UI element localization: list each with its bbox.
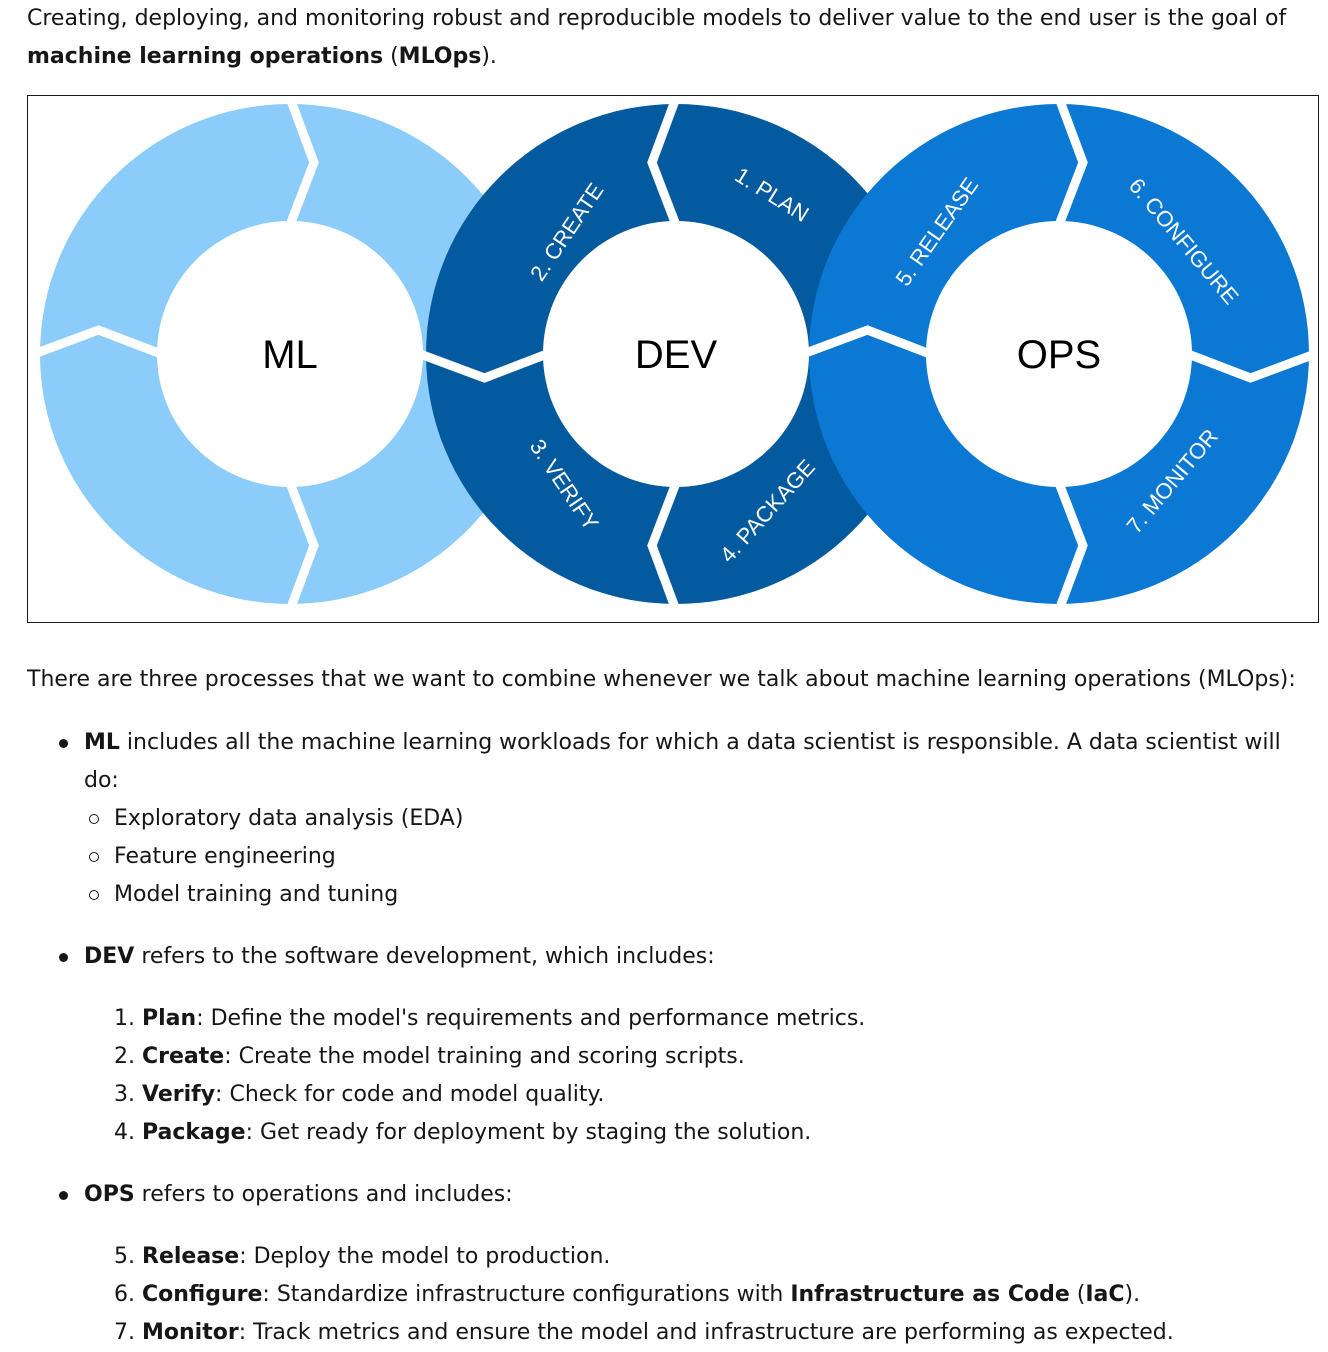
step-term: Release [142, 1244, 240, 1269]
processes-paragraph: There are three processes that we want t… [27, 667, 1296, 692]
step-number: 2. [114, 1044, 135, 1069]
process-ops: OPS refers to operations and includes: 5… [27, 1176, 1317, 1352]
step-number: 4. [114, 1120, 135, 1145]
intro-bold-term: machine learning operations [27, 44, 384, 69]
step-term: Create [142, 1044, 225, 1069]
ml-center [158, 222, 422, 486]
step-desc: : Check for code and model quality. [215, 1082, 605, 1107]
ops-step: 6. Configure: Standardize infrastructure… [84, 1276, 1317, 1314]
step-bold-term: Infrastructure as Code [790, 1282, 1070, 1307]
dev-center [544, 222, 808, 486]
ops-center-label: OPS [1017, 333, 1101, 377]
process-ml: ML includes all the machine learning wor… [27, 724, 1317, 914]
intro-line-2: machine learning operations (MLOps). [27, 38, 1317, 76]
step-desc: : Deploy the model to production. [239, 1244, 611, 1269]
ml-sublist: Exploratory data analysis (EDA) Feature … [84, 800, 1317, 914]
dev-separator [647, 96, 681, 227]
process-list: ML includes all the machine learning wor… [27, 724, 1317, 1352]
ml-item: Exploratory data analysis (EDA) [84, 800, 1317, 838]
dev-step: 4. Package: Get ready for deployment by … [84, 1114, 1317, 1152]
step-term: Monitor [142, 1320, 239, 1345]
ops-separator [1054, 96, 1088, 227]
ml-ring [40, 104, 540, 604]
process-dev-desc: refers to the software development, whic… [134, 944, 715, 969]
step-term: Configure [142, 1282, 263, 1307]
ops-step: 7. Monitor: Track metrics and ensure the… [84, 1314, 1317, 1352]
intro-paren: ( [383, 44, 399, 69]
step-bold-abbr: IaC [1085, 1282, 1125, 1307]
step-number: 6. [114, 1282, 135, 1307]
dev-step: 3. Verify: Check for code and model qual… [84, 1076, 1317, 1114]
intro-line-1: Creating, deploying, and monitoring robu… [27, 6, 1287, 31]
process-ops-term: OPS [84, 1182, 135, 1207]
step-number: 5. [114, 1244, 135, 1269]
step-term: Plan [142, 1006, 197, 1031]
intro-bold-abbr: MLOps [398, 44, 482, 69]
step-number: 1. [114, 1006, 135, 1031]
dev-step: 1. Plan: Define the model's requirements… [84, 1000, 1317, 1038]
step-desc: : Standardize infrastructure configurati… [262, 1282, 791, 1307]
ml-separator [285, 481, 319, 612]
ml-separator [285, 96, 319, 227]
intro-paragraph: Creating, deploying, and monitoring robu… [27, 0, 1317, 76]
step-number: 7. [114, 1320, 135, 1345]
ops-separator [1054, 481, 1088, 612]
step-mid: ( [1069, 1282, 1086, 1307]
step-desc: : Create the model training and scoring … [224, 1044, 745, 1069]
ml-item: Feature engineering [84, 838, 1317, 876]
ops-step: 5. Release: Deploy the model to producti… [84, 1238, 1317, 1276]
dev-center-label: DEV [635, 333, 718, 377]
dev-steps: 1. Plan: Define the model's requirements… [84, 1000, 1317, 1152]
ops-center [927, 222, 1191, 486]
dev-step: 2. Create: Create the model training and… [84, 1038, 1317, 1076]
ops-separator [1186, 349, 1317, 383]
ml-separator [32, 325, 163, 359]
ops-steps: 5. Release: Deploy the model to producti… [84, 1238, 1317, 1352]
ml-center-label: ML [262, 333, 318, 377]
article: Creating, deploying, and monitoring robu… [27, 0, 1319, 1345]
dev-separator [647, 481, 681, 612]
step-desc: : Get ready for deployment by staging th… [245, 1120, 812, 1145]
process-ops-desc: refers to operations and includes: [134, 1182, 513, 1207]
step-term: Package [142, 1120, 246, 1145]
step-tail: ). [1124, 1282, 1141, 1307]
step-desc: : Track metrics and ensure the model and… [238, 1320, 1174, 1345]
process-dev-term: DEV [84, 944, 135, 969]
process-ml-term: ML [84, 730, 120, 755]
dev-ring [426, 104, 926, 604]
intro-tail: ). [481, 44, 497, 69]
ops-separator [801, 325, 932, 359]
process-ml-desc: includes all the machine learning worklo… [84, 730, 1281, 793]
ml-item: Model training and tuning [84, 876, 1317, 914]
step-term: Verify [142, 1082, 216, 1107]
step-number: 3. [114, 1082, 135, 1107]
process-dev: DEV refers to the software development, … [27, 938, 1317, 1152]
ops-ring [809, 104, 1309, 604]
dev-separator [418, 349, 549, 383]
step-desc: : Define the model's requirements and pe… [196, 1006, 866, 1031]
